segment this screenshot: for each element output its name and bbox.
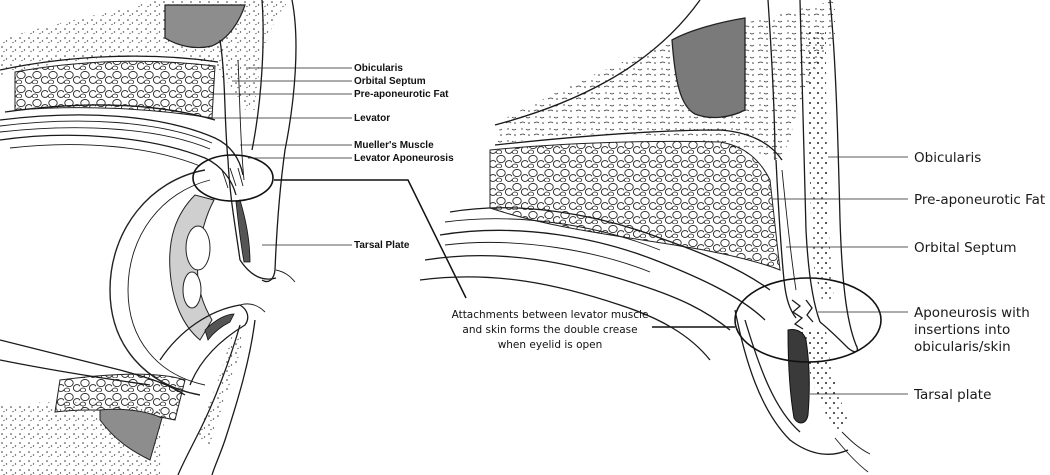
right-label-obicularis: Obicularis bbox=[914, 150, 981, 166]
left-label-obicularis: Obicularis bbox=[354, 63, 403, 74]
right-label-aponeurosis-line2: insertions into bbox=[914, 322, 1010, 338]
left-label-preaponeurotic-fat: Pre-aponeurotic Fat bbox=[354, 89, 449, 100]
connector-line bbox=[274, 179, 467, 299]
right-label-aponeurosis-line1: Aponeurosis with bbox=[914, 305, 1030, 321]
right-tarsal-plate bbox=[787, 329, 810, 424]
left-label-levator-aponeurosis: Levator Aponeurosis bbox=[354, 153, 454, 164]
left-label-tarsal-plate: Tarsal Plate bbox=[354, 240, 410, 251]
left-label-levator: Levator bbox=[354, 113, 390, 124]
right-label-preaponeurotic-fat: Pre-aponeurotic Fat bbox=[914, 192, 1045, 208]
left-orbital-bone bbox=[164, 4, 246, 49]
left-label-muellers-muscle: Mueller's Muscle bbox=[354, 140, 434, 151]
left-eyelid-diagram: Obicularis Orbital Septum Pre-aponeuroti… bbox=[0, 0, 454, 475]
left-label-orbital-septum: Orbital Septum bbox=[354, 76, 426, 87]
left-highlight-ring bbox=[192, 154, 274, 202]
right-eyelid-diagram: Obicularis Pre-aponeurotic Fat Orbital S… bbox=[419, 0, 1045, 473]
right-label-orbital-septum: Orbital Septum bbox=[914, 240, 1017, 256]
right-preaponeurotic-fat bbox=[489, 140, 781, 271]
caption-block: Attachments between levator muscle and s… bbox=[452, 309, 649, 351]
right-label-aponeurosis-line3: obicularis/skin bbox=[914, 339, 1011, 355]
right-orbital-bone bbox=[671, 17, 746, 119]
caption-line-3: when eyelid is open bbox=[498, 339, 603, 351]
left-tarsal-plate bbox=[235, 199, 251, 263]
right-highlight-ring bbox=[734, 277, 882, 363]
caption-line-2: and skin forms the double crease bbox=[462, 324, 637, 336]
left-preaponeurotic-fat bbox=[14, 60, 216, 119]
caption-line-1: Attachments between levator muscle bbox=[452, 309, 649, 321]
right-label-tarsal-plate: Tarsal plate bbox=[913, 387, 991, 403]
